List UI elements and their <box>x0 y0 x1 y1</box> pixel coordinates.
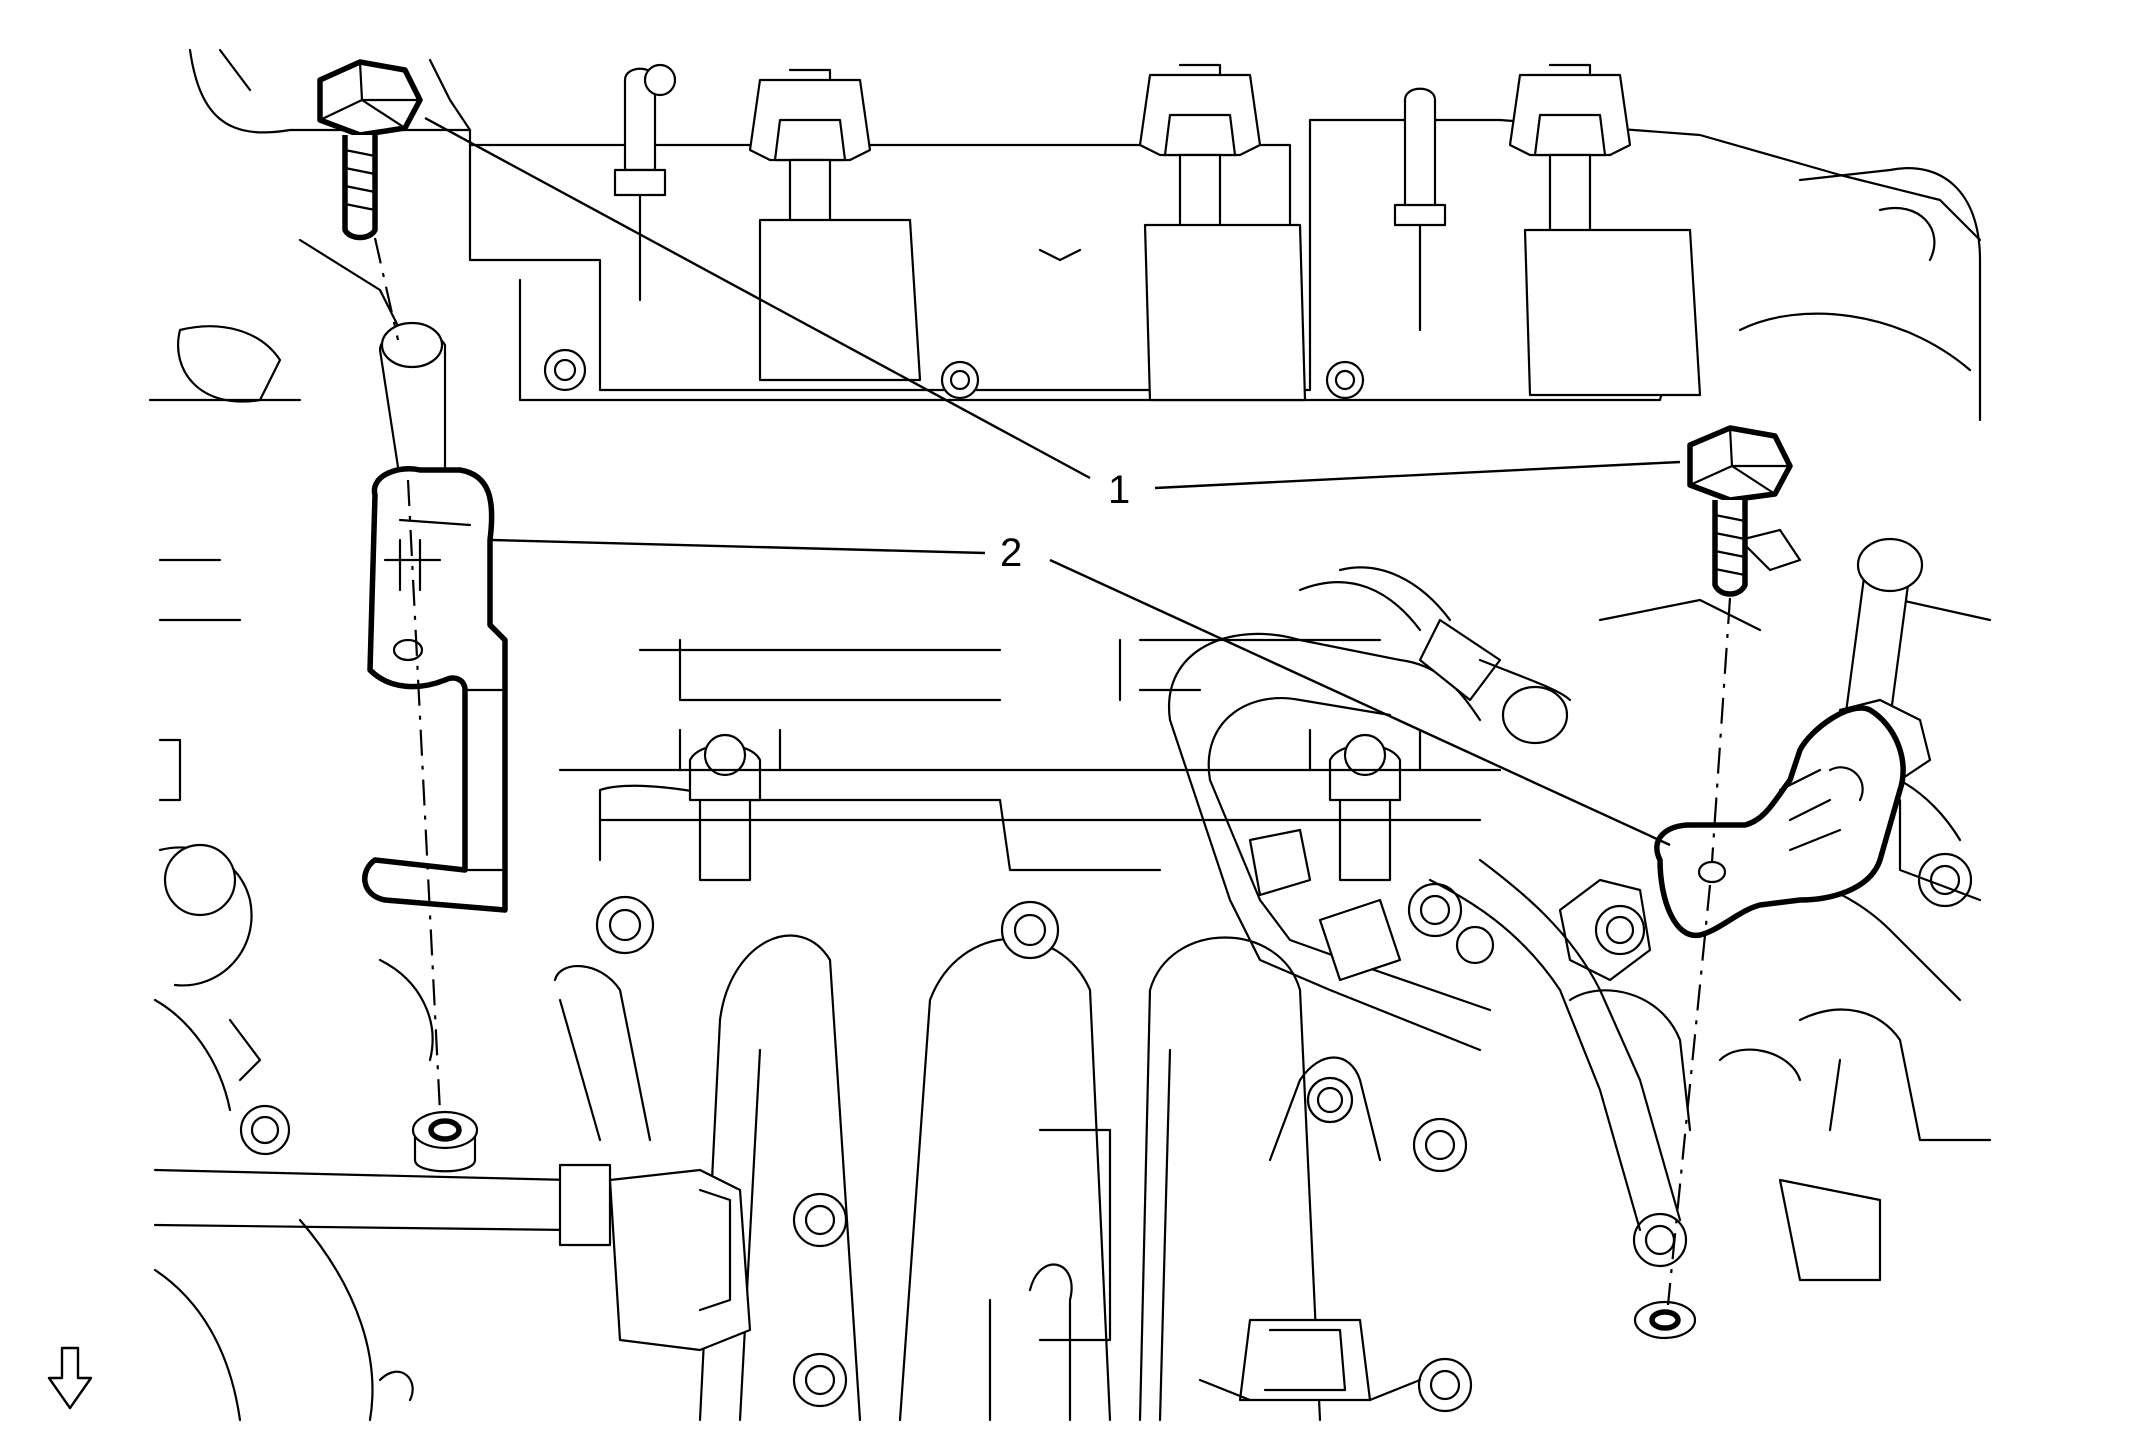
arrow-down-outline-icon <box>47 1346 93 1410</box>
manifold-bolts <box>239 852 1973 1413</box>
hose-assembly-center <box>1167 566 1682 1232</box>
bolt-right <box>1687 425 1793 597</box>
bracket-left <box>362 321 508 913</box>
ignition-coil-2 <box>1138 63 1307 402</box>
ignition-coil-1 <box>748 68 922 382</box>
callout-1: 1 <box>424 116 1681 512</box>
ignition-coil-3 <box>1508 63 1702 397</box>
callout-2-label: 2 <box>1000 531 1022 575</box>
engine-background <box>148 48 1992 1422</box>
bolt-left <box>317 59 423 241</box>
alignment-centerlines <box>373 237 1732 1306</box>
fuel-rail <box>558 728 1502 882</box>
callout-2: 2 <box>491 531 1671 847</box>
intake-manifold <box>598 638 1382 1422</box>
callout-1-label: 1 <box>1108 468 1130 512</box>
bracket-right <box>1654 537 1932 939</box>
coolant-hose-left <box>153 965 752 1352</box>
